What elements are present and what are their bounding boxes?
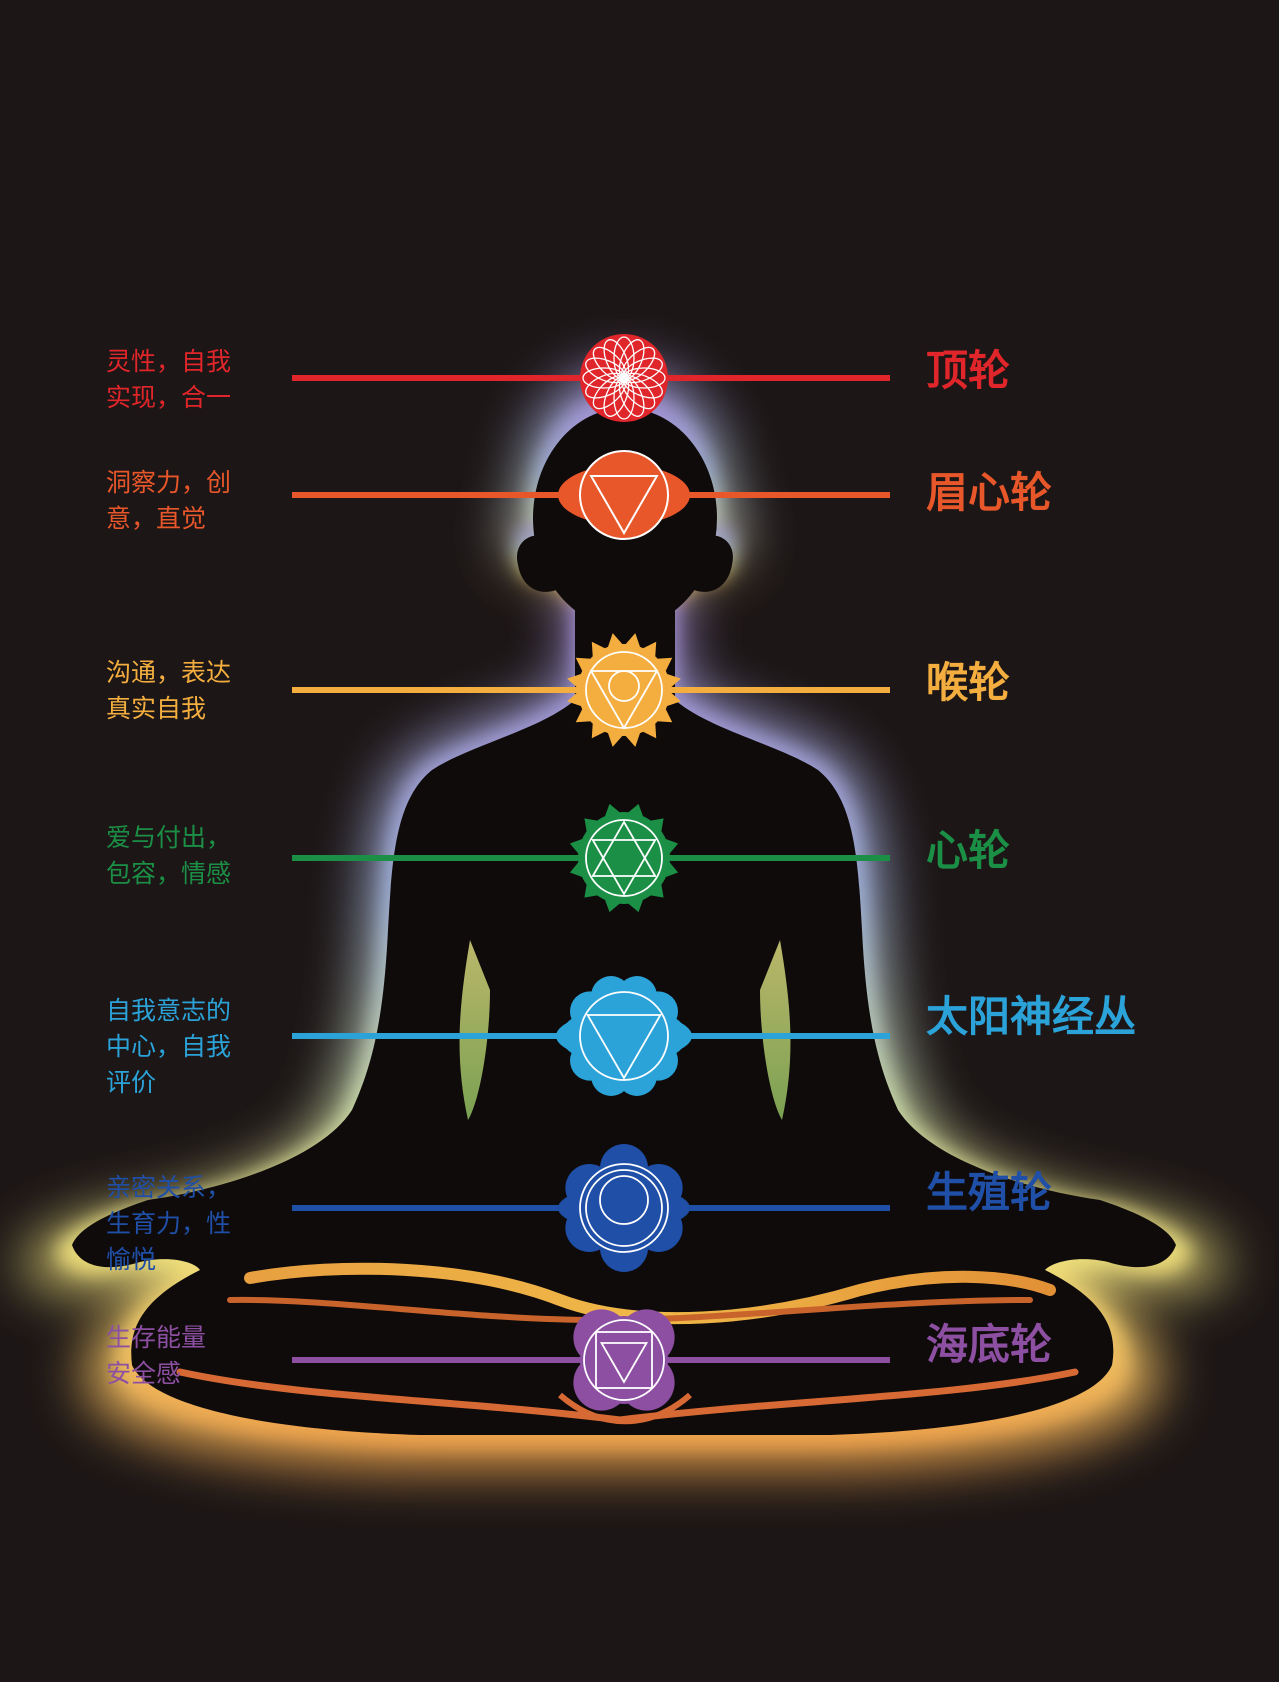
chakra-description: 亲密关系， 生育力，性愉悦 [106, 1170, 256, 1278]
chakra-name: 顶轮 [926, 346, 1011, 395]
chakra-description-line: 亲密关系， [106, 1173, 232, 1202]
hexagram-lotus-icon [569, 803, 679, 913]
chakra-description-line: 愉悦 [106, 1245, 157, 1274]
chakra-name: 太阳神经丛 [926, 992, 1137, 1041]
chakra-description-line: 爱与付出， [106, 823, 232, 852]
triangle-petal-icon [556, 976, 692, 1096]
chakra-description: 爱与付出， 包容，情感 [106, 820, 256, 892]
chakra-description-line: 真实自我 [106, 694, 207, 723]
chakra-description: 生存能量安全感 [106, 1320, 256, 1392]
chakra-description-line: 沟通，表达 [106, 658, 232, 687]
chakra-name: 喉轮 [926, 658, 1011, 707]
chakra-description-line: 意，直觉 [106, 504, 207, 533]
chakra-description: 灵性，自我实现，合一 [106, 344, 256, 416]
chakra-description-line: 洞察力，创 [106, 468, 232, 497]
chakra-description-line: 包容，情感 [106, 859, 232, 888]
chakra-description-line: 评价 [106, 1068, 157, 1097]
chakra-symbols [556, 334, 692, 1411]
chakra-description-line: 自我意志的 [106, 996, 232, 1025]
meditating-figure [72, 408, 1176, 1435]
chakra-description: 沟通，表达真实自我 [106, 655, 256, 727]
chakra-description-line: 中心，自我 [106, 1032, 232, 1061]
crescent-petal-icon [558, 1144, 690, 1272]
chakra-name: 生殖轮 [926, 1168, 1053, 1217]
down-triangle-icon [558, 450, 690, 540]
triangle-circle-lotus-icon [567, 633, 681, 747]
chakra-description-line: 生育力，性 [106, 1209, 232, 1238]
chakra-description: 洞察力，创意，直觉 [106, 465, 256, 537]
chakra-description-line: 安全感 [106, 1359, 182, 1388]
chakra-description-line: 实现，合一 [106, 383, 232, 412]
chakra-name: 心轮 [926, 826, 1011, 875]
square-triangle-icon [573, 1309, 675, 1411]
chakra-name: 海底轮 [926, 1320, 1053, 1369]
chakra-description-line: 灵性，自我 [106, 347, 232, 376]
chakra-description: 自我意志的中心，自我评价 [106, 993, 256, 1101]
lotus-icon [580, 334, 668, 422]
chakra-name: 眉心轮 [926, 468, 1053, 517]
chakra-description-line: 生存能量 [106, 1323, 207, 1352]
